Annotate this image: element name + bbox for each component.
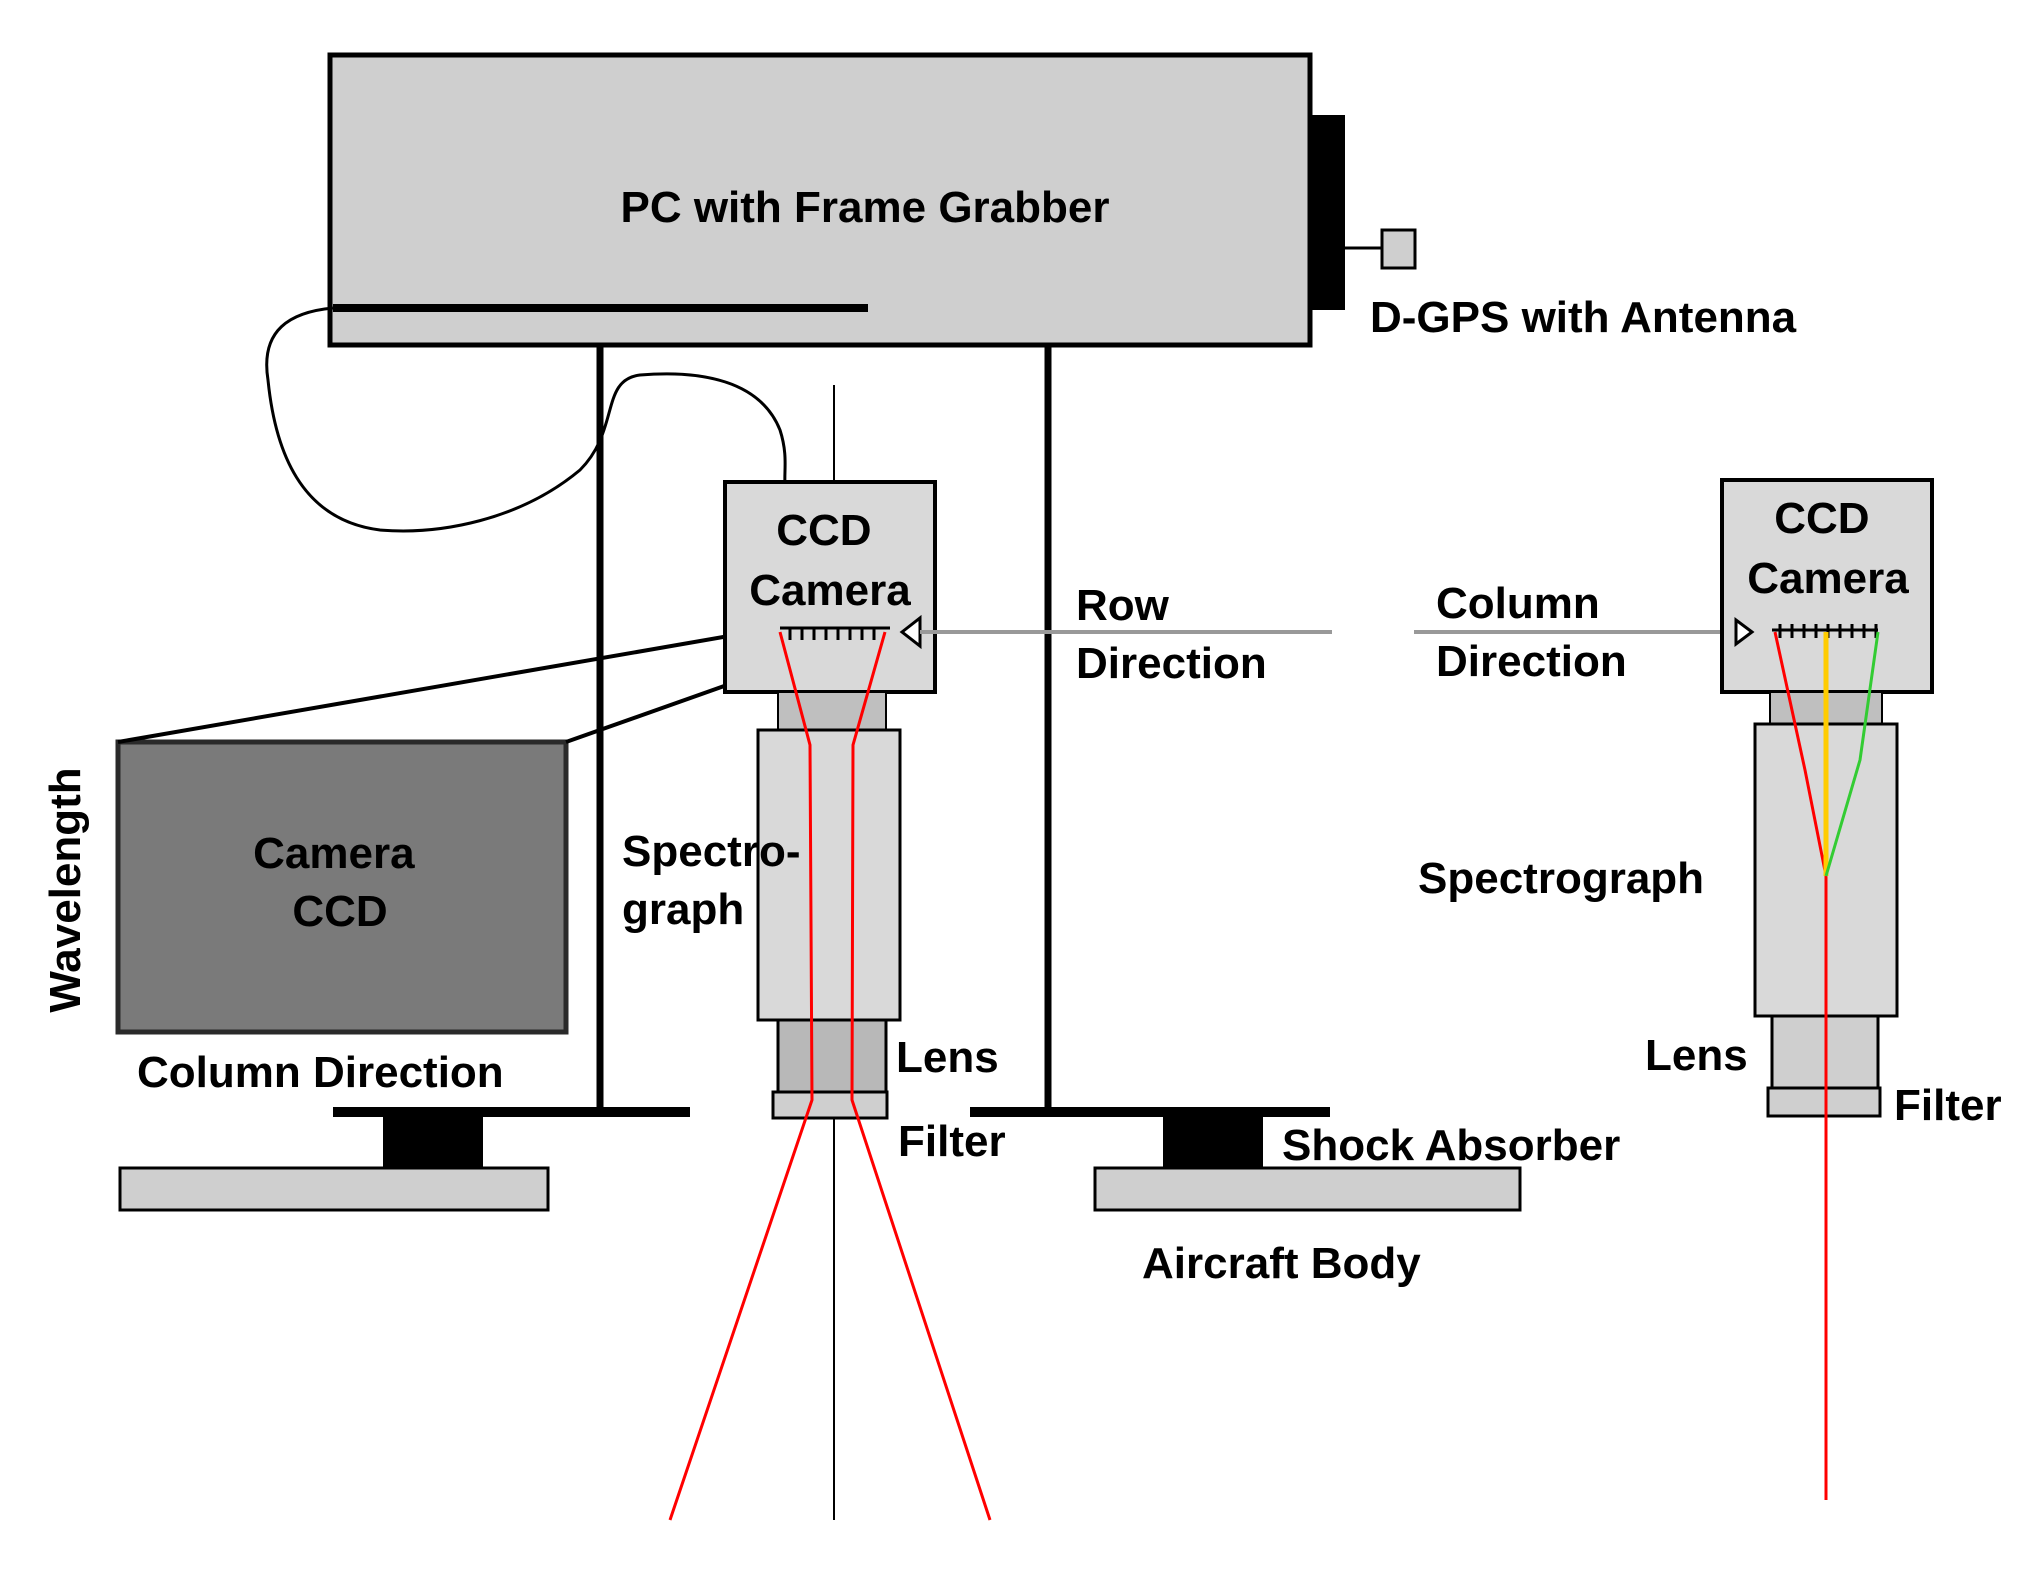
ray-right-green	[1824, 631, 1880, 877]
row-direction-line2: Direction	[1076, 639, 1267, 688]
ccd-camera-left	[723, 480, 937, 694]
shock-absorber-left	[383, 1117, 483, 1172]
ray-left-a	[668, 631, 814, 1521]
detector-ticks-left	[780, 626, 890, 640]
column-direction-right-line2: Direction	[1436, 637, 1627, 686]
spectrograph-left-line1: Spectro-	[622, 827, 800, 876]
left-instrument	[723, 480, 937, 1120]
column-direction-right-line1: Column	[1436, 579, 1600, 628]
lens-right-label: Lens	[1645, 1031, 1748, 1080]
filter-left	[771, 1090, 889, 1120]
aircraft-body-label: Aircraft Body	[1142, 1239, 1421, 1288]
filter-left-label: Filter	[898, 1117, 1006, 1166]
zoom-line-top	[117, 626, 776, 744]
ccd-left-line2: Camera	[749, 566, 911, 615]
wavelength-label: Wavelength	[41, 767, 90, 1012]
filter-right	[1766, 1086, 1882, 1118]
camera-ccd-box	[115, 739, 569, 1035]
filter-right-label: Filter	[1894, 1081, 2002, 1130]
pc-frame-grabber	[327, 52, 1345, 348]
ccd-right-label: CCD Camera	[1747, 494, 1909, 603]
spectrograph-left-line2: graph	[622, 885, 744, 934]
ccd-right-line2: Camera	[1747, 554, 1909, 603]
data-cable	[265, 306, 787, 533]
ccd-left-line1: CCD	[776, 506, 871, 555]
dgps-antenna-icon	[1345, 228, 1417, 270]
ccd-right-line1: CCD	[1774, 494, 1869, 543]
camera-ccd-label: Camera CCD	[253, 829, 427, 936]
camera-ccd-line1: Camera	[253, 829, 415, 878]
ccd-left-label: CCD Camera	[749, 506, 911, 615]
column-arrow-head-icon	[1734, 617, 1755, 647]
shock-absorber-label: Shock Absorber	[1282, 1121, 1620, 1170]
row-direction-label: Row Direction	[1076, 581, 1267, 688]
ray-left-b	[850, 631, 992, 1521]
dgps-label: D-GPS with Antenna	[1370, 293, 1797, 342]
aircraft-body-right	[1093, 1166, 1522, 1212]
ray-right-red	[1773, 631, 1828, 877]
aircraft-body-left	[118, 1166, 550, 1212]
camera-ccd-line2: CCD	[292, 887, 387, 936]
lens-left	[776, 1018, 888, 1094]
spectrograph-left	[756, 728, 902, 1022]
ccd-neck-left	[777, 691, 887, 731]
shock-absorber-right	[1163, 1117, 1263, 1172]
column-direction-bottom-label: Column Direction	[137, 1048, 504, 1097]
spectrograph-right-label: Spectrograph	[1418, 854, 1704, 903]
lens-left-label: Lens	[896, 1033, 999, 1082]
spectrograph-left-label: Spectro- graph	[622, 827, 813, 934]
row-direction-line1: Row	[1076, 581, 1170, 630]
column-direction-right-label: Column Direction	[1436, 579, 1627, 686]
pc-label: PC with Frame Grabber	[620, 183, 1109, 232]
